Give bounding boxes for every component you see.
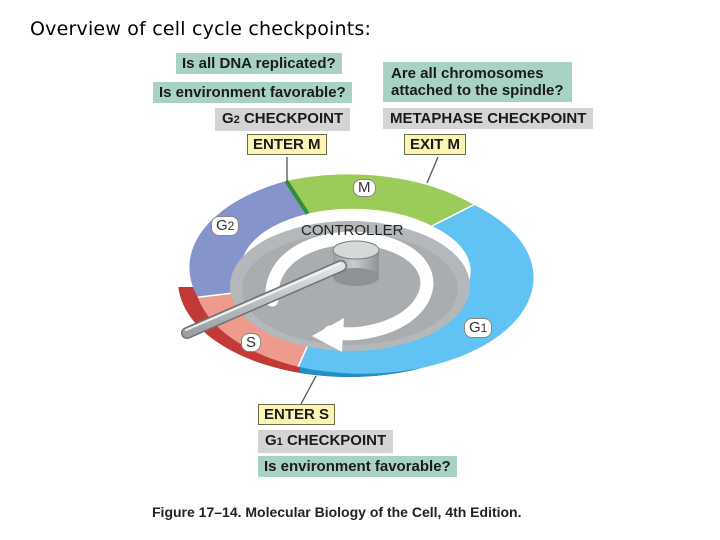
g1-phase-label: G1	[464, 318, 493, 338]
m-phase-sector	[286, 174, 474, 226]
metaphase-checkpoint-label: METAPHASE CHECKPOINT	[383, 108, 594, 129]
exit-m-pointer	[426, 156, 439, 184]
m-phase-label: M	[353, 179, 376, 197]
figure-caption: Figure 17–14. Molecular Biology of the C…	[152, 504, 522, 520]
g2-question-dna: Is all DNA replicated?	[176, 53, 342, 74]
metaphase-question: Are all chromosomes attached to the spin…	[383, 62, 572, 102]
g1-checkpoint-label: G1 CHECKPOINT	[258, 430, 394, 453]
enter-s-pointer	[300, 375, 317, 405]
g2-question-environment: Is environment favorable?	[153, 82, 352, 103]
enter-m-label: ENTER M	[247, 134, 327, 155]
g1-question-environment: Is environment favorable?	[258, 456, 457, 477]
controller-drum	[332, 240, 380, 286]
g2-checkpoint-label: G2 CHECKPOINT	[215, 108, 351, 131]
g2-phase-label: G2	[211, 216, 240, 236]
controller-lever	[181, 260, 347, 339]
g2-phase-sector	[189, 181, 308, 298]
g2-m-boundary	[284, 179, 310, 215]
slide-title: Overview of cell cycle checkpoints:	[30, 18, 372, 40]
controller-label: CONTROLLER	[301, 222, 404, 239]
rotation-arrow-icon	[265, 231, 434, 341]
enter-s-label: ENTER S	[258, 404, 336, 425]
exit-m-label: EXIT M	[404, 134, 467, 155]
s-phase-label: S	[241, 333, 262, 352]
